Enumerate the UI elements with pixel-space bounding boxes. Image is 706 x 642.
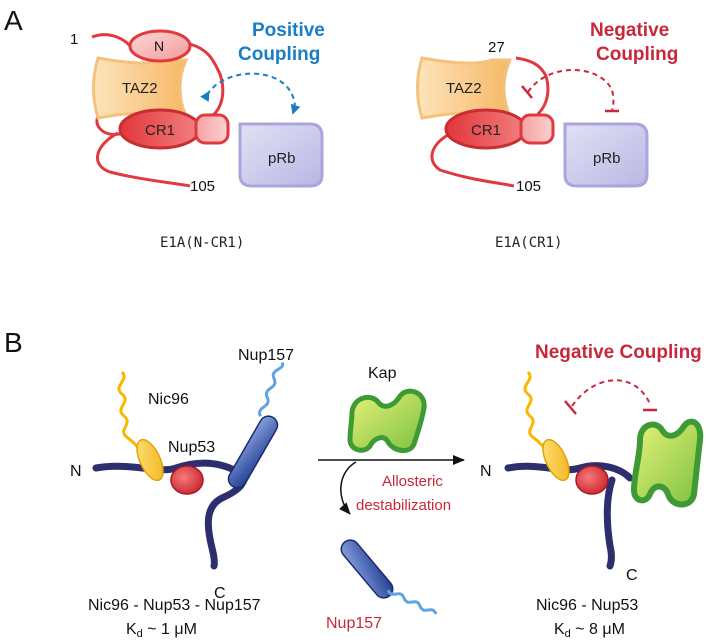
e1a-chain (91, 33, 225, 188)
nup157-label: Nup157 (238, 347, 294, 364)
e1a-chain (430, 56, 550, 188)
released-nup157-domain (340, 539, 394, 599)
prb-domain (563, 122, 649, 188)
allosteric-label-2: destabilization (356, 497, 451, 514)
kd-label: Kd ~ 1 μM (126, 621, 197, 640)
complex-label: Nic96 - Nup53 (536, 597, 638, 614)
cr1-linker (194, 113, 230, 145)
negative-coupling-arc (527, 69, 615, 111)
complex-label: Nic96 - Nup53 - Nup157 (88, 597, 261, 614)
nic96-label: Nic96 (148, 391, 189, 408)
nup53-domain (575, 465, 609, 495)
prb-label: pRb (268, 150, 296, 167)
start-residue-label: 1 (70, 31, 78, 48)
negative-coupling-bar-1 (564, 400, 577, 415)
taz2-label: TAZ2 (122, 80, 158, 97)
positive-coupling-label-1: Positive (252, 20, 325, 41)
negative-coupling-label: Negative Coupling (535, 342, 702, 363)
nic96-nup53-kap-complex: Negative Coupling N C Nic96 - Nup53 Kd ~… (480, 342, 704, 640)
negative-coupling-label-1: Negative (590, 20, 669, 41)
nup53-chain (504, 462, 634, 570)
e1a-cr1-diagram: 27 TAZ2 CR1 pRb 105 Negative Coupling E1… (416, 20, 678, 251)
end-residue-label: 105 (516, 178, 541, 195)
negative-coupling-label-2: Coupling (596, 44, 678, 65)
negative-coupling-arc (571, 379, 651, 407)
kap-label: Kap (368, 365, 397, 382)
caption-e1a-n-cr1: E1A(N-CR1) (160, 235, 244, 251)
released-nup157-tail (386, 589, 438, 615)
prb-label: pRb (593, 150, 621, 167)
n-label: N (154, 38, 164, 54)
allosteric-label-1: Allosteric (382, 473, 443, 490)
kd-label: Kd ~ 8 μM (554, 621, 625, 640)
nup53-domain (170, 465, 204, 495)
nup157-domain (227, 415, 279, 489)
positive-coupling-arrow (200, 72, 301, 115)
nic96-tail (117, 370, 144, 454)
c-terminus-label: C (626, 567, 638, 584)
nup53-label: Nup53 (168, 439, 215, 456)
panel-letter-b: B (4, 327, 23, 358)
cr1-label: CR1 (145, 122, 175, 139)
nic96-domain (542, 438, 570, 482)
bound-kap-protein (631, 418, 704, 508)
e1a-n-cr1-diagram: 1 N TAZ2 CR1 pRb 105 Positive Coupling E… (70, 20, 325, 251)
nup53-chain (92, 459, 247, 570)
caption-e1a-cr1: E1A(CR1) (495, 235, 562, 251)
c-terminus-label: C (214, 585, 226, 602)
n-terminus-label: N (70, 463, 82, 480)
release-arrow (338, 461, 357, 515)
n-domain (128, 29, 192, 63)
cr1-linker (519, 113, 555, 145)
prb-domain (238, 122, 324, 188)
nic96-nup53-nup157-complex: Nic96 Nup53 Nup157 N C Nic96 - Nup53 - N… (70, 347, 294, 640)
panel-letter-a: A (4, 5, 23, 36)
cr1-label: CR1 (471, 122, 501, 139)
allosteric-transition: Kap Allosteric destabilization Nup157 (318, 365, 465, 632)
taz2-label: TAZ2 (446, 80, 482, 97)
end-residue-label: 105 (190, 178, 215, 195)
nic96-domain (136, 438, 164, 482)
nup157-tail (258, 361, 285, 417)
released-nup157-label: Nup157 (326, 615, 382, 632)
kap-protein (347, 388, 427, 453)
positive-coupling-label-2: Coupling (238, 44, 320, 65)
start-residue-label: 27 (488, 39, 505, 56)
nic96-tail (523, 370, 550, 454)
n-terminus-label: N (480, 463, 492, 480)
negative-coupling-bar-1 (521, 85, 533, 99)
